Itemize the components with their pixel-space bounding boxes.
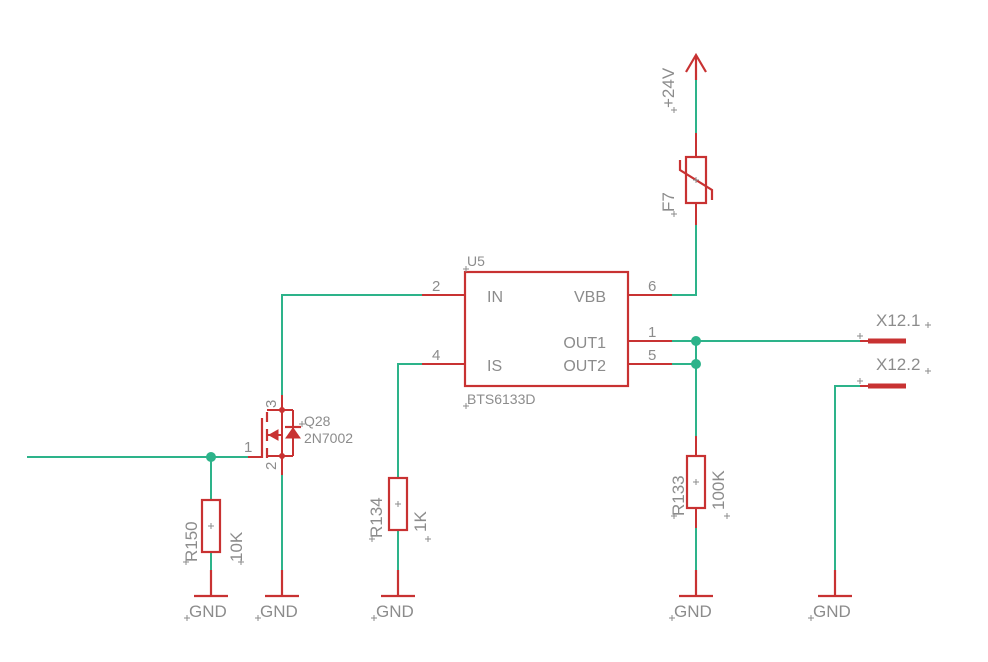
pin-out2-name: OUT2 bbox=[563, 358, 606, 375]
junction-gate bbox=[206, 452, 216, 462]
wires bbox=[27, 79, 861, 571]
resistor-r134[interactable]: R134 1K bbox=[367, 476, 431, 542]
resistor-r133[interactable]: R133 100K bbox=[669, 436, 730, 528]
r134-body bbox=[387, 476, 409, 532]
r134-value: 1K bbox=[411, 511, 430, 532]
mosfet-dot-bottom bbox=[279, 453, 285, 459]
pin-vbb-number: 6 bbox=[648, 278, 656, 295]
pin-in-number: 2 bbox=[432, 278, 440, 295]
chip-ref: U5 bbox=[467, 253, 485, 269]
gnd-x122[interactable]: GND bbox=[808, 570, 852, 621]
pin-out1-number: 1 bbox=[648, 324, 656, 341]
mosfet-dot-top bbox=[279, 407, 285, 413]
x121-label: X12.1 bbox=[876, 311, 920, 330]
pin-is-name: IS bbox=[487, 358, 502, 375]
pin-in-name: IN bbox=[487, 289, 503, 306]
mosfet-ref: Q28 bbox=[304, 413, 331, 429]
fuse-ref: F7 bbox=[659, 192, 678, 212]
gnd-label: GND bbox=[813, 602, 851, 621]
gnd-r150[interactable]: GND bbox=[184, 570, 228, 621]
r150-value: 10K bbox=[227, 531, 246, 562]
gnd-label: GND bbox=[260, 602, 298, 621]
gnd-r133[interactable]: GND bbox=[669, 570, 713, 621]
pin-vbb-name: VBB bbox=[574, 289, 606, 306]
chip-origin-marks bbox=[463, 266, 469, 409]
r150-ref: R150 bbox=[182, 521, 201, 562]
r150-body bbox=[200, 498, 222, 554]
mosfet-arrow-icon bbox=[267, 429, 279, 441]
mosfet-q28[interactable]: 1 3 2 Q28 2N7002 bbox=[244, 395, 353, 475]
gnd-r134[interactable]: GND bbox=[371, 570, 415, 621]
connector-x12[interactable]: X12.1 X12.2 bbox=[857, 311, 931, 389]
r134-ref: R134 bbox=[367, 497, 386, 538]
r133-value: 100K bbox=[709, 470, 728, 510]
chip-u5[interactable]: IN IS VBB OUT1 OUT2 2 4 6 1 5 U5 BTS6133… bbox=[422, 253, 672, 409]
junction-out1 bbox=[691, 336, 701, 346]
supply-24v[interactable]: +24V bbox=[659, 52, 707, 113]
x122-label: X12.2 bbox=[876, 355, 920, 374]
gnd-label: GND bbox=[189, 602, 227, 621]
pin-is-number: 4 bbox=[432, 347, 440, 364]
pin-out2-number: 5 bbox=[648, 347, 656, 364]
r133-ref: R133 bbox=[669, 475, 688, 516]
diode-icon bbox=[285, 427, 301, 439]
mosfet-value: 2N7002 bbox=[304, 430, 353, 446]
mosfet-gate-number: 1 bbox=[244, 439, 252, 456]
mosfet-source-number: 2 bbox=[263, 462, 280, 470]
supply-label: +24V bbox=[659, 67, 678, 108]
gnd-label: GND bbox=[674, 602, 712, 621]
chip-value: BTS6133D bbox=[467, 391, 535, 407]
ground-symbols: GND GND GND GND GND bbox=[184, 570, 852, 621]
junction-out2 bbox=[691, 359, 701, 369]
fuse-f7[interactable]: F7 bbox=[659, 133, 714, 225]
chip-body bbox=[463, 270, 630, 388]
resistor-r150[interactable]: R150 10K bbox=[182, 498, 246, 565]
gnd-label: GND bbox=[376, 602, 414, 621]
pin-out1-name: OUT1 bbox=[563, 335, 606, 352]
gnd-mosfet[interactable]: GND bbox=[255, 570, 299, 621]
mosfet-drain-number: 3 bbox=[263, 400, 280, 408]
